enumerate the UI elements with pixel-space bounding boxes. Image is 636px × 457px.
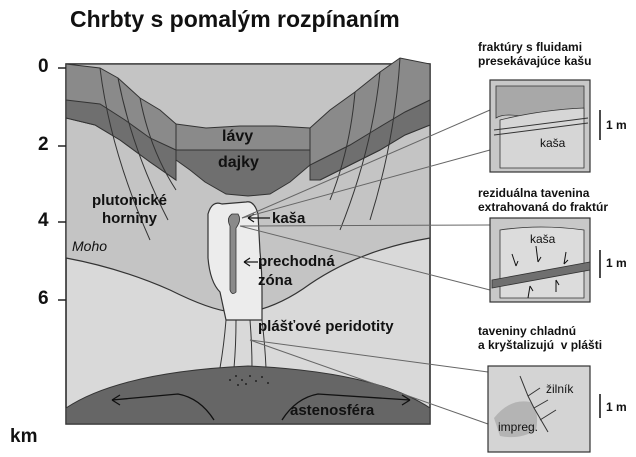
label-astenosfera: astenosféra <box>290 402 374 419</box>
label-dajky: dajky <box>218 154 259 172</box>
depth-tick-4: 4 <box>38 210 49 232</box>
label-moho: Moho <box>72 238 107 254</box>
page-title: Chrbty s pomalým rozpínaním <box>70 6 400 33</box>
inset-1-scale: 1 m <box>606 118 627 132</box>
label-kasa-main: kaša <box>272 210 305 227</box>
depth-tick-2: 2 <box>38 134 49 156</box>
depth-axis-ticks <box>58 68 66 300</box>
inset-2-scale: 1 m <box>606 256 627 270</box>
label-prechodna-zona: prechodná zóna <box>258 252 335 290</box>
label-peridotity: plášťové peridotity <box>258 318 394 335</box>
depth-tick-0: 0 <box>38 56 49 78</box>
inset-1-caption: fraktúry s fluidami presekávajúce kašu <box>478 40 591 68</box>
inset-2-caption: reziduálna tavenina extrahovaná do frakt… <box>478 186 608 214</box>
label-lavy: lávy <box>222 128 253 146</box>
inset-1-box <box>490 80 600 172</box>
inset-1-label: kaša <box>540 136 565 150</box>
inset-3-label-impreg: impreg. <box>498 420 538 434</box>
depth-unit-label: km <box>10 426 37 448</box>
inset-3-scale: 1 m <box>606 400 627 414</box>
depth-tick-6: 6 <box>38 288 49 310</box>
inset-3-caption: taveniny chladnú a kryštalizujú v plášti <box>478 324 602 352</box>
inset-2-box <box>490 218 600 302</box>
label-plutonicke-horniny: plutonické horniny <box>92 192 167 228</box>
inset-2-label: kaša <box>530 232 555 246</box>
inset-3-label-dike: žilník <box>546 382 573 396</box>
inset-3-box <box>488 366 600 452</box>
